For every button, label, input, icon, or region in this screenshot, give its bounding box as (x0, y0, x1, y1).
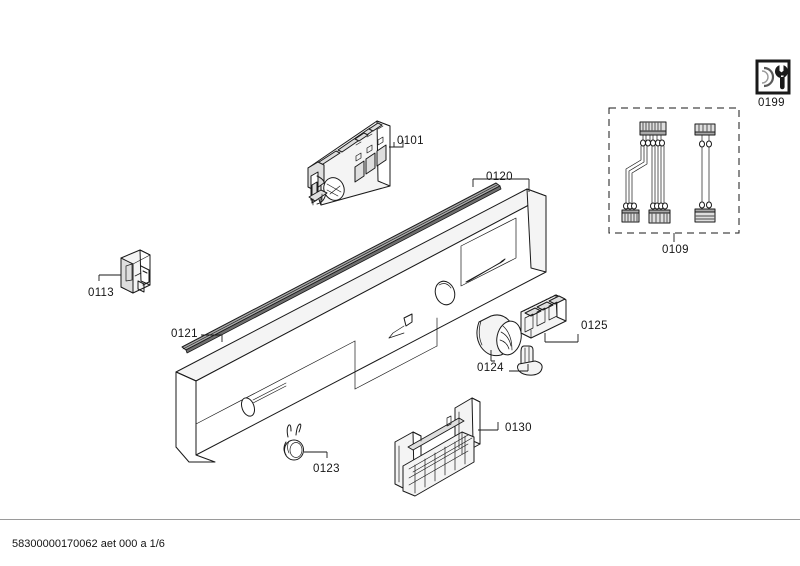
footer-divider (0, 519, 800, 520)
part-0121-trim-strip (181, 182, 502, 354)
part-0120-control-panel-fascia (175, 188, 547, 463)
part-label-0123: 0123 (313, 463, 340, 475)
leader-lines (98, 140, 675, 458)
part-label-0101: 0101 (397, 135, 424, 147)
part-0123-retaining-clip (283, 423, 304, 461)
part-0113-mounting-bracket-clip (120, 249, 151, 294)
part-label-0124: 0124 (477, 362, 504, 374)
part-0124-rotary-selector-knob (476, 314, 543, 376)
part-0125-button-strip (520, 294, 567, 339)
part-label-0125: 0125 (581, 320, 608, 332)
part-label-0130: 0130 (505, 422, 532, 434)
part-label-0121: 0121 (171, 328, 198, 340)
part-0199-service-tool-icon (755, 59, 791, 95)
part-label-0199: 0199 (758, 97, 785, 109)
part-label-0120: 0120 (486, 171, 513, 183)
part-label-0113: 0113 (88, 287, 114, 299)
part-0109-cable-harness-set (608, 107, 740, 234)
harness-group-box (608, 107, 740, 234)
footer-document-code: 58300000170062 aet 000 a 1/6 (12, 538, 165, 550)
wrench-icon (761, 65, 788, 90)
part-0101-control-module-pcb (307, 120, 391, 206)
part-0130-handle-bracket (394, 397, 481, 497)
part-label-0109: 0109 (662, 244, 689, 256)
